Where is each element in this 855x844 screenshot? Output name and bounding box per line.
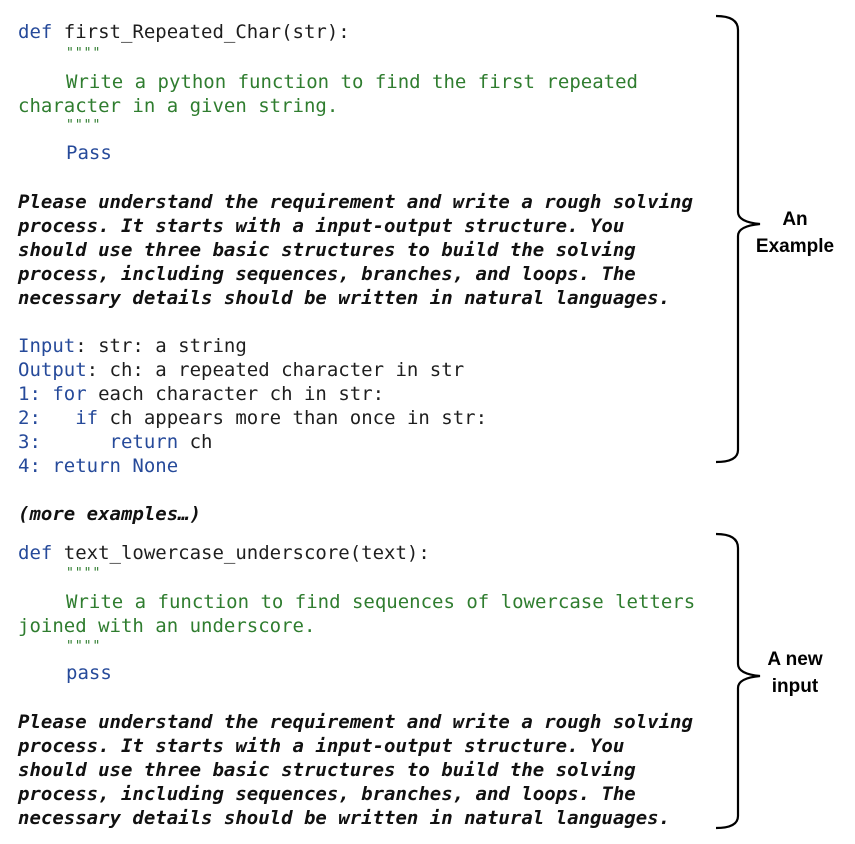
step-1-number: 1: (18, 383, 53, 405)
step-2-text: ch appears more than once in str: (98, 407, 488, 429)
input-text: : str: a string (75, 335, 247, 357)
docstring-quote-close: """" (66, 639, 102, 654)
step-3: 3: return ch (18, 430, 212, 454)
output-keyword: Output (18, 359, 87, 381)
input-line: Input: str: a string (18, 334, 247, 358)
step-3-keyword: return (109, 431, 179, 453)
example-brace (715, 14, 761, 464)
example-def-line: def first_Repeated_Char(str): (18, 20, 350, 44)
function-signature: first_Repeated_Char(str): (52, 21, 350, 43)
step-2: 2: if ch appears more than once in str: (18, 406, 487, 430)
step-1-text: each character ch in str: (86, 383, 385, 405)
instruction-line-1: Please understand the requirement and wr… (18, 191, 693, 213)
step-3-number: 3: (18, 431, 110, 453)
instruction-line-5: necessary details should be written in n… (18, 807, 671, 829)
instruction-line-3: should use three basic structures to bui… (18, 759, 636, 781)
step-1-keyword: for (52, 383, 87, 405)
docstring-quote-open: """" (66, 566, 102, 581)
docstring-line-1: Write a python function to find the firs… (66, 71, 638, 93)
instruction-line-3: should use three basic structures to bui… (18, 239, 636, 261)
pass-statement: Pass (66, 142, 112, 164)
docstring-quote-close: """" (66, 118, 102, 133)
instruction-line-5: necessary details should be written in n… (18, 287, 671, 309)
docstring-line-1: Write a function to find sequences of lo… (66, 591, 696, 613)
new-input-brace (715, 532, 761, 830)
new-def-line: def text_lowercase_underscore(text): (18, 541, 430, 565)
instruction-line-4: process, including sequences, branches, … (18, 783, 636, 805)
step-1: 1: for each character ch in str: (18, 382, 384, 406)
def-keyword: def (18, 21, 53, 43)
docstring-line-2: joined with an underscore. (18, 615, 316, 637)
example-label: An Example (748, 206, 842, 260)
new-input-label-line-1: A new (767, 649, 823, 670)
output-text: : ch: a repeated character in str (86, 359, 465, 381)
step-3-text: ch (178, 431, 213, 453)
instruction-line-1: Please understand the requirement and wr… (18, 711, 693, 733)
step-2-keyword: if (75, 407, 99, 429)
docstring-line-2: character in a given string. (18, 95, 339, 117)
new-input-label-line-2: input (771, 676, 819, 697)
example-label-line-1: An (782, 209, 808, 230)
step-4-number: 4: (18, 455, 53, 477)
step-2-number: 2: (18, 407, 76, 429)
pass-statement: pass (66, 662, 112, 684)
instruction-line-2: process. It starts with a input-output s… (18, 735, 625, 757)
function-signature: text_lowercase_underscore(text): (52, 542, 430, 564)
more-examples-note: (more examples…) (18, 503, 202, 525)
docstring-quote-open: """" (66, 46, 102, 61)
step-4: 4: return None (18, 454, 178, 478)
instruction-line-2: process. It starts with a input-output s… (18, 215, 625, 237)
example-label-line-2: Example (755, 236, 835, 257)
output-line: Output: ch: a repeated character in str (18, 358, 464, 382)
instruction-line-4: process, including sequences, branches, … (18, 263, 636, 285)
step-4-keyword: return None (52, 455, 179, 477)
input-keyword: Input (18, 335, 76, 357)
new-input-label: A new input (748, 646, 842, 700)
def-keyword: def (18, 542, 53, 564)
